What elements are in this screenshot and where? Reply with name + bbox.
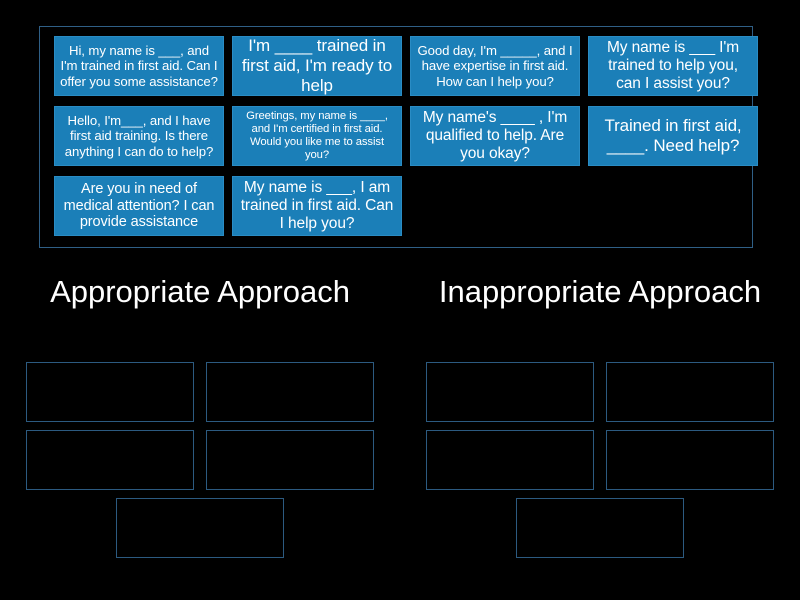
category-title-appropriate: Appropriate Approach [50,274,350,309]
dropzone-slot[interactable] [426,362,594,422]
dropzone-slot[interactable] [206,362,374,422]
draggable-tile[interactable]: I'm ____ trained in first aid, I'm ready… [232,36,402,96]
draggable-tile[interactable]: My name is ___ I'm trained to help you, … [588,36,758,96]
draggable-tile[interactable]: Trained in first aid, ____. Need help? [588,106,758,166]
category-columns: Appropriate Approach Inappropriate Appro… [0,275,800,600]
tray-row: Are you in need of medical attention? I … [40,176,752,236]
word-tile-tray: Hi, my name is ___, and I'm trained in f… [39,26,758,248]
dropzone-slot[interactable] [206,430,374,490]
draggable-tile[interactable]: Hello, I'm___, and I have first aid trai… [54,106,224,166]
category-title-inappropriate: Inappropriate Approach [438,274,762,309]
dropzone-slot[interactable] [26,430,194,490]
dropzone-slot[interactable] [426,430,594,490]
draggable-tile[interactable]: My name's ____ , I'm qualified to help. … [410,106,580,166]
category-appropriate: Appropriate Approach [0,275,400,600]
dropzone-group-appropriate [0,362,400,558]
dropzone-slot[interactable] [606,430,774,490]
draggable-tile[interactable]: Good day, I'm _____, and I have expertis… [410,36,580,96]
dropzone-slot[interactable] [606,362,774,422]
tray-row: Hello, I'm___, and I have first aid trai… [40,106,758,166]
draggable-tile[interactable]: My name is ___, I am trained in first ai… [232,176,402,236]
draggable-tile[interactable]: Are you in need of medical attention? I … [54,176,224,236]
dropzone-slot[interactable] [116,498,284,558]
draggable-tile[interactable]: Hi, my name is ___, and I'm trained in f… [54,36,224,96]
tray-row: Hi, my name is ___, and I'm trained in f… [40,36,758,96]
dropzone-slot[interactable] [26,362,194,422]
draggable-tile[interactable]: Greetings, my name is ____, and I'm cert… [232,106,402,166]
dropzone-group-inappropriate [400,362,800,558]
dropzone-slot[interactable] [516,498,684,558]
category-inappropriate: Inappropriate Approach [400,275,800,600]
